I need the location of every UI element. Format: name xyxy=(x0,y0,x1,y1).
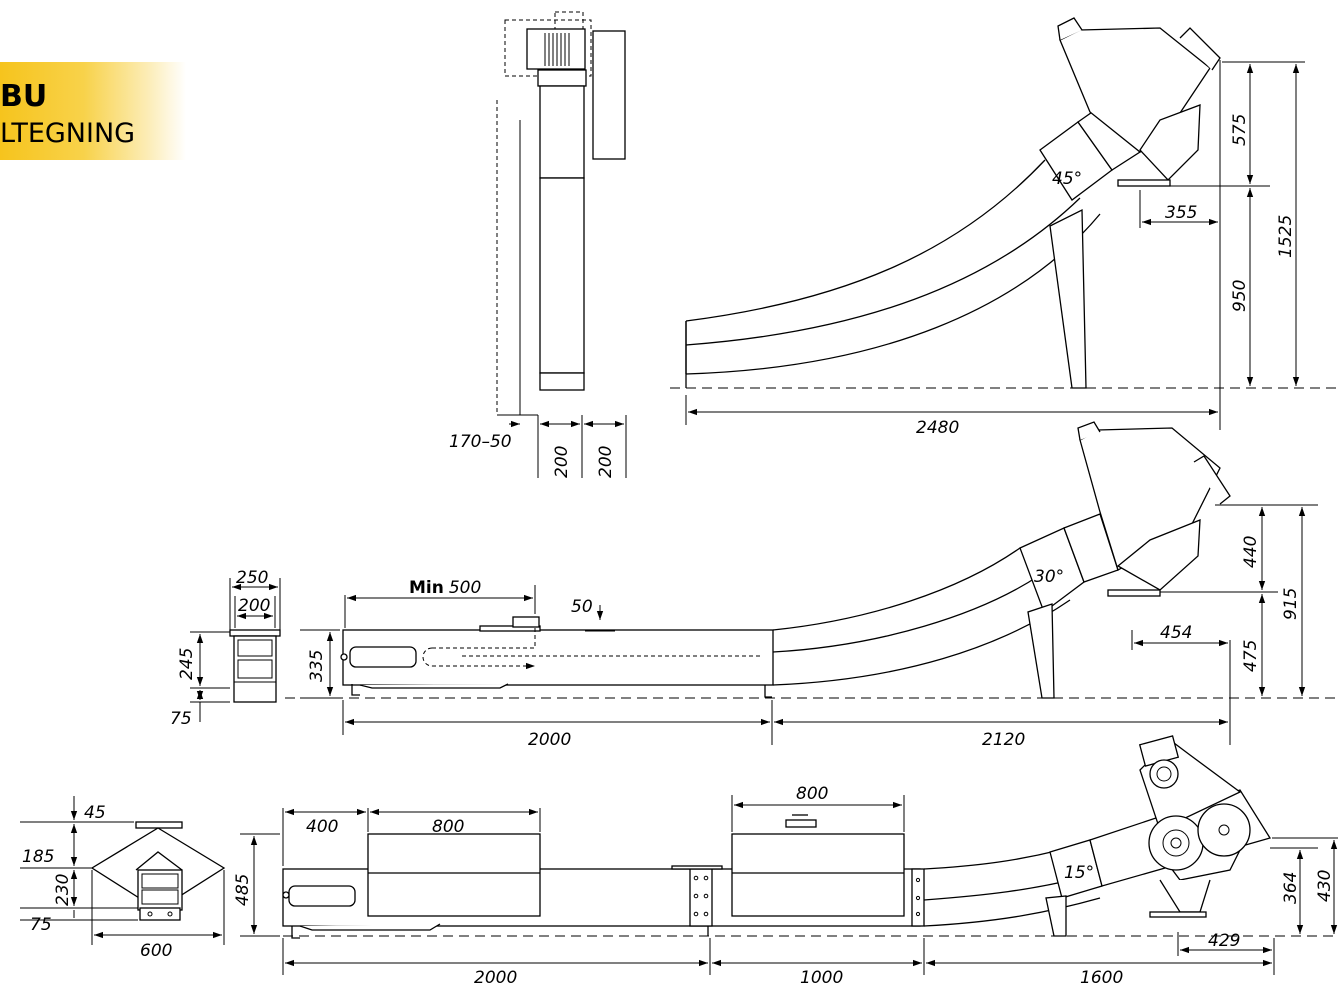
column-foot xyxy=(539,372,585,391)
support-leg-bottom xyxy=(1045,895,1067,937)
motor-fins xyxy=(544,33,570,66)
dim-50: 50 xyxy=(571,597,593,617)
dim-355: 355 xyxy=(1165,203,1197,223)
dim-1525: 1525 xyxy=(1276,215,1296,258)
dim-1600: 1600 xyxy=(1080,968,1123,986)
drive-pulley-small xyxy=(1197,803,1251,857)
curve-lower-bottom xyxy=(923,897,1101,927)
hopper-foot-plate xyxy=(1117,179,1171,187)
drive-pulley-large xyxy=(1148,815,1204,871)
dim-min-500: 500 xyxy=(449,578,481,598)
dim-575: 575 xyxy=(1230,114,1250,146)
motor-cap-envelope xyxy=(554,11,584,33)
curve-upper-mid xyxy=(772,547,1021,631)
bottom-side-view: 15° 400 800 800 485 xyxy=(233,735,1338,986)
gearbox-cover xyxy=(592,30,626,160)
inspection-window-b xyxy=(288,885,356,907)
middle-end-view: 250 200 245 75 xyxy=(170,568,281,729)
dim-45: 45 xyxy=(84,803,106,823)
dim-230: 230 xyxy=(53,874,73,906)
support-leg-mid xyxy=(1027,603,1055,699)
joint-plate-a xyxy=(689,868,713,927)
top-side-view: 45° 2480 355 575 950 1525 xyxy=(670,17,1338,438)
dim-915: 915 xyxy=(1281,588,1301,620)
dim-600: 600 xyxy=(140,941,172,961)
dim-75-mid: 75 xyxy=(170,709,192,729)
support-leg xyxy=(1049,208,1087,389)
column-upper xyxy=(539,85,585,179)
cover-section-a xyxy=(367,833,541,917)
dim-950: 950 xyxy=(1230,280,1250,312)
motor-body xyxy=(526,28,586,70)
angle-45: 45° xyxy=(1052,169,1082,189)
dim-364: 364 xyxy=(1281,872,1301,904)
angle-15: 15° xyxy=(1064,863,1094,883)
drip-tray xyxy=(359,683,509,689)
angle-30: 30° xyxy=(1034,567,1064,587)
hopper-inlet-left xyxy=(1057,17,1083,41)
dim-2000-mid: 2000 xyxy=(528,730,571,750)
hopper-inlet-right xyxy=(1179,27,1221,71)
top-front-view: 170–50 200 200 xyxy=(449,11,627,478)
dim-475: 475 xyxy=(1241,640,1261,672)
dim-335: 335 xyxy=(307,650,327,682)
end-housing xyxy=(233,635,277,703)
inlet-flange xyxy=(512,616,540,628)
dim-429: 429 xyxy=(1208,931,1240,951)
dim-170-50: 170–50 xyxy=(449,432,512,452)
conveyor-tube-mid xyxy=(685,197,1081,346)
dim-1000: 1000 xyxy=(800,968,843,986)
curve-upper-bottom xyxy=(923,849,1061,870)
dim-440: 440 xyxy=(1241,536,1261,568)
conveyor-tube-lower xyxy=(685,213,1101,375)
drip-tray-b xyxy=(299,923,441,931)
hopper-support xyxy=(1139,104,1201,181)
conveyor-tube-upper xyxy=(685,159,1046,322)
dim-430: 430 xyxy=(1315,870,1335,902)
dim-2120: 2120 xyxy=(982,730,1025,750)
curve-lower-mid xyxy=(772,599,1071,686)
min-label: Min xyxy=(409,578,444,598)
title-block-subtitle: LTEGNING xyxy=(0,118,136,149)
dim-200-end: 200 xyxy=(238,596,270,616)
dim-800-a: 800 xyxy=(432,817,464,837)
title-badge xyxy=(0,62,186,160)
dim-400: 400 xyxy=(306,817,338,837)
dim-2000-bottom: 2000 xyxy=(474,968,517,986)
end-inlet-flange xyxy=(135,821,183,829)
joint-plate-b xyxy=(911,868,925,927)
dim-75-bottom: 75 xyxy=(30,915,52,935)
column-lower xyxy=(539,177,585,374)
upper-pulley xyxy=(1149,759,1179,789)
bottom-end-view: 45 185 230 75 600 xyxy=(20,796,226,961)
column-head xyxy=(537,69,587,87)
dim-200-a: 200 xyxy=(552,446,572,478)
inspection-window xyxy=(349,646,417,668)
dim-485: 485 xyxy=(233,874,253,906)
dim-454: 454 xyxy=(1160,623,1192,643)
cover-section-b xyxy=(731,833,905,917)
dim-250: 250 xyxy=(236,568,268,588)
dim-800-b: 800 xyxy=(796,784,828,804)
title-block-heading: BU xyxy=(0,79,48,114)
dim-200-b: 200 xyxy=(596,446,616,478)
dim-245: 245 xyxy=(177,648,197,680)
dim-2480: 2480 xyxy=(916,418,959,438)
inlet-flange-b xyxy=(785,819,817,828)
dim-185: 185 xyxy=(22,847,54,867)
